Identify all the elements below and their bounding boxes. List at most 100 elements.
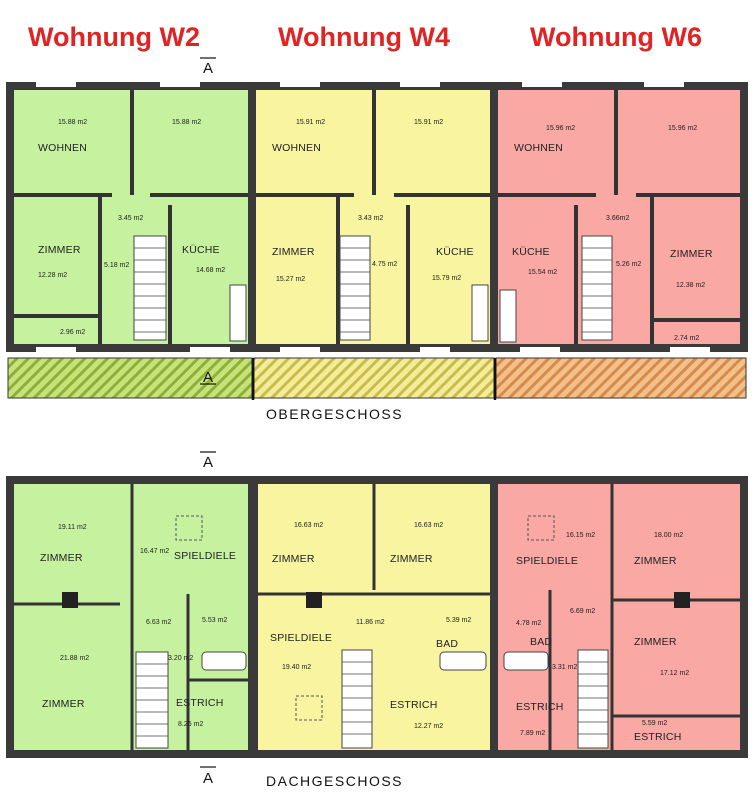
upper-w6-kueche-label: KÜCHE — [512, 246, 550, 258]
upper-w4-kueche-label: KÜCHE — [436, 246, 474, 258]
attic-w4-spieldiele-area: 19.40 m2 — [282, 664, 311, 671]
section-marker-attic-top: A — [203, 454, 213, 471]
upper-w4-hall-area: 3.43 m2 — [358, 215, 383, 222]
upper-w4-zimmer-label: ZIMMER — [272, 246, 315, 258]
upper-w4-labels: 15.91 m2 15.91 m2 WOHNEN 3.43 m2 4.75 m2… — [272, 119, 474, 283]
chimneys — [62, 592, 690, 608]
upper-w6-labels: 15.96 m2 15.96 m2 WOHNEN 3.66m2 5.26 m2 … — [512, 125, 713, 342]
upper-w4-wohnen-area-left: 15.91 m2 — [296, 119, 325, 126]
attic-w6-zimmer1-area: 18.00 m2 — [654, 532, 683, 539]
section-marker-upper: A A — [200, 57, 216, 386]
upper-w2-stair-area: 5.18 m2 — [104, 262, 129, 269]
upper-w6-hall-area: 3.66m2 — [606, 215, 629, 222]
attic-w2-zimmer2-area: 21.88 m2 — [60, 655, 89, 662]
upper-w6-zimmer-label: ZIMMER — [670, 248, 713, 260]
attic-w4-estrich-area: 12.27 m2 — [414, 723, 443, 730]
upper-w4-kueche-area: 15.79 m2 — [432, 275, 461, 282]
section-marker-balcony: A — [203, 369, 213, 386]
apartment-title-w4: Wohnung W4 — [278, 22, 450, 52]
apartment-title-w6: Wohnung W6 — [530, 22, 702, 52]
upper-w2-kueche-area: 14.68 m2 — [196, 267, 225, 274]
attic-w6-spieldiele-area: 16.15 m2 — [566, 532, 595, 539]
upper-w6-wohnen-area-left: 15.96 m2 — [546, 125, 575, 132]
attic-w2-zimmer1-label: ZIMMER — [40, 552, 83, 564]
attic-floor: 19.11 m2 ZIMMER 21.88 m2 ZIMMER 16.47 m2… — [6, 451, 748, 789]
attic-w4-bad-label: BAD — [436, 638, 458, 650]
upper-stairs — [133, 235, 613, 341]
attic-w2-labels: 19.11 m2 ZIMMER 21.88 m2 ZIMMER 16.47 m2… — [40, 524, 236, 728]
attic-w6-estrich-area: 7.89 m2 — [520, 730, 545, 737]
attic-w4-labels: 16.63 m2 ZIMMER 16.63 m2 ZIMMER SPIELDIE… — [270, 522, 471, 730]
attic-w2-estrich-area: 8.25 m2 — [178, 721, 203, 728]
upper-w4-wohnen-label: WOHNEN — [272, 142, 321, 154]
attic-w6-area — [498, 484, 740, 750]
upper-w2-labels: 15.88 m2 15.88 m2 WOHNEN 3.45 m2 5.18 m2… — [38, 119, 225, 336]
upper-w6-kueche-area: 15.54 m2 — [528, 269, 557, 276]
upper-w4-wohnen-area-right: 15.91 m2 — [414, 119, 443, 126]
attic-w2-hall-area: 6.63 m2 — [146, 619, 171, 626]
attic-w6-hall-area: 6.69 m2 — [570, 608, 595, 615]
attic-w2-spieldiele-area: 16.47 m2 — [140, 548, 169, 555]
balcony-w2 — [7, 357, 253, 399]
upper-w6-zimmer-area: 12.38 m2 — [676, 282, 705, 289]
attic-w4-hall-area: 11.86 m2 — [356, 619, 385, 626]
upper-w2-wohnen-area-left: 15.88 m2 — [58, 119, 87, 126]
attic-w4-zimmer2-label: ZIMMER — [390, 553, 433, 565]
upper-w6-walls — [498, 90, 740, 344]
attic-w2-small-area: 3.20 m2 — [168, 655, 193, 662]
upper-floor-label: OBERGESCHOSS — [266, 406, 403, 422]
upper-w2-wohnen-area-right: 15.88 m2 — [172, 119, 201, 126]
upper-w2-wc-area: 2.96 m2 — [60, 329, 85, 336]
balcony-w6 — [495, 357, 747, 399]
kitchen-counters — [229, 284, 517, 343]
upper-floor: A A 15.88 m2 15.88 m2 WOHNEN 3.45 m2 5.1… — [6, 57, 748, 422]
attic-w6-estrich2-label: ESTRICH — [634, 731, 682, 743]
attic-w6-zimmer1-label: ZIMMER — [634, 555, 677, 567]
attic-w2-zimmer2-label: ZIMMER — [42, 698, 85, 710]
section-marker-top: A — [203, 60, 213, 77]
upper-windows — [36, 82, 710, 352]
apartment-title-w2: Wohnung W2 — [28, 22, 200, 52]
attic-w6-small-area: 4.78 m2 — [516, 620, 541, 627]
upper-w6-wc-area: 2.74 m2 — [674, 335, 699, 342]
upper-w2-wohnen-label: WOHNEN — [38, 142, 87, 154]
upper-w2-hall-area: 3.45 m2 — [118, 215, 143, 222]
upper-w6-wohnen-area-right: 15.96 m2 — [668, 125, 697, 132]
attic-w6-zimmer2-label: ZIMMER — [634, 636, 677, 648]
attic-w6-spieldiele-label: SPIELDIELE — [516, 555, 578, 567]
attic-w4-zimmer2-area: 16.63 m2 — [414, 522, 443, 529]
attic-w6-bad-label: BAD — [530, 636, 552, 648]
attic-w6-labels: SPIELDIELE 16.15 m2 18.00 m2 ZIMMER 6.69… — [516, 532, 689, 743]
upper-w2-walls — [14, 90, 248, 344]
upper-w6-stair-area: 5.26 m2 — [616, 261, 641, 268]
upper-stair-steps — [134, 247, 612, 333]
section-marker-attic: A A — [200, 451, 216, 787]
balcony-w4 — [253, 357, 495, 399]
section-marker-attic-bottom: A — [203, 770, 213, 787]
upper-w4-zimmer-area: 15.27 m2 — [276, 276, 305, 283]
attic-w2-spieldiele-label: SPIELDIELE — [174, 550, 236, 562]
attic-w4-estrich-label: ESTRICH — [390, 699, 438, 711]
attic-w2-bad-area: 5.53 m2 — [202, 617, 227, 624]
attic-stair-steps — [136, 661, 608, 737]
attic-w4-zimmer1-area: 16.63 m2 — [294, 522, 323, 529]
attic-w6-estrich2-area: 5.59 m2 — [642, 720, 667, 727]
upper-w4-stair-area: 4.75 m2 — [372, 261, 397, 268]
attic-w2-estrich-label: ESTRICH — [176, 697, 224, 709]
bathtubs — [201, 651, 549, 671]
roof-windows — [175, 515, 555, 721]
attic-w4-zimmer1-label: ZIMMER — [272, 553, 315, 565]
upper-w4-walls — [256, 90, 490, 344]
upper-w2-kueche-label: KÜCHE — [182, 244, 220, 256]
attic-w6-estrich-label: ESTRICH — [516, 701, 564, 713]
attic-w4-spieldiele-label: SPIELDIELE — [270, 632, 332, 644]
attic-w4-bad-area: 5.39 m2 — [446, 617, 471, 624]
upper-w6-wohnen-label: WOHNEN — [514, 142, 563, 154]
attic-w6-bad-area: 3.31 m2 — [552, 664, 577, 671]
upper-w2-zimmer-label: ZIMMER — [38, 244, 81, 256]
attic-floor-label: DACHGESCHOSS — [266, 773, 403, 789]
attic-w6-zimmer2-area: 17.12 m2 — [660, 670, 689, 677]
upper-w6-area — [498, 90, 740, 344]
attic-w2-zimmer1-area: 19.11 m2 — [58, 524, 87, 531]
